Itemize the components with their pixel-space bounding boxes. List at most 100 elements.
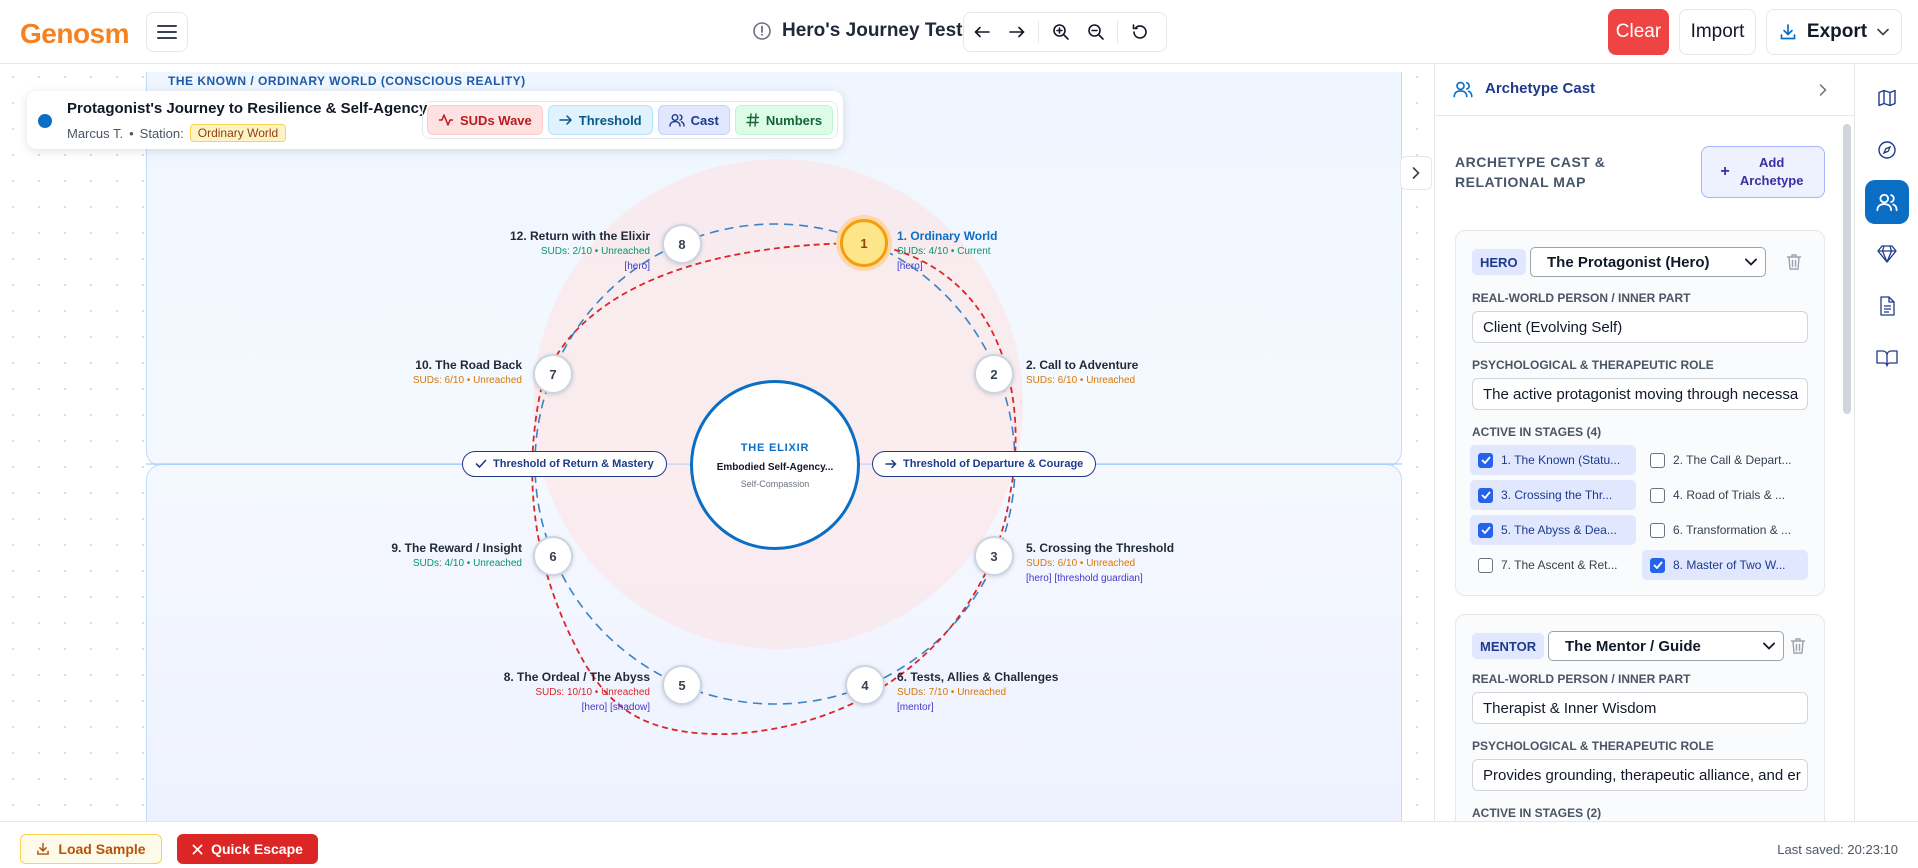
panel-scrollbar[interactable] [1843, 124, 1851, 414]
stage-checkbox-6[interactable]: 6. Transformation & ... [1642, 515, 1808, 545]
elixir-center[interactable]: THE ELIXIR Embodied Self-Agency... Self-… [690, 380, 860, 550]
chevron-down-icon [1763, 642, 1775, 650]
reset-view-button[interactable] [1122, 13, 1157, 51]
load-sample-button[interactable]: Load Sample [20, 834, 162, 864]
quick-escape-label: Quick Escape [211, 841, 303, 857]
stage-checkbox-5[interactable]: 5. The Abyss & Dea... [1470, 515, 1636, 545]
stage-cast: [hero] [shadow] [581, 702, 650, 713]
journey-canvas[interactable]: THE KNOWN / ORDINARY WORLD (CONSCIOUS RE… [0, 64, 1434, 824]
trash-icon[interactable] [1786, 253, 1802, 271]
stage-node-7[interactable]: 7 [533, 354, 573, 394]
person-input[interactable]: Client (Evolving Self) [1472, 311, 1808, 343]
toggle-cast[interactable]: Cast [657, 105, 730, 135]
elixir-caption: Self-Compassion [740, 478, 810, 489]
toggle-threshold[interactable]: Threshold [547, 105, 653, 135]
stage-suds: SUDs: 4/10 • Unreached [412, 558, 522, 569]
check-icon [475, 459, 487, 469]
person-input[interactable]: Therapist & Inner Wisdom [1472, 692, 1808, 724]
stage-node-1[interactable]: 1 [840, 219, 888, 267]
archetype-tag: HERO [1472, 249, 1526, 275]
trash-icon[interactable] [1790, 637, 1806, 655]
rotate-ccw-icon [1132, 24, 1147, 39]
stage-node-2[interactable]: 2 [974, 354, 1014, 394]
archetype-panel: Archetype Cast ARCHETYPE CAST & RELATION… [1434, 64, 1854, 821]
separator-dot: • [129, 125, 134, 141]
archetype-select[interactable]: The Mentor / Guide [1548, 631, 1784, 661]
stages-label: ACTIVE IN STAGES (4) [1472, 425, 1602, 439]
chevron-right-icon[interactable] [1819, 84, 1827, 96]
collapse-panel-button[interactable] [1400, 156, 1432, 190]
stage-title: 1. Ordinary World [897, 229, 998, 243]
cast-button[interactable] [1865, 180, 1909, 224]
stage-node-6[interactable]: 6 [533, 536, 573, 576]
zoom-in-button[interactable] [1043, 13, 1078, 51]
station-badge: Ordinary World [189, 124, 287, 142]
stage-cast: [mentor] [897, 702, 934, 713]
export-button[interactable]: Export [1766, 9, 1902, 55]
stage-checkbox-2[interactable]: 2. The Call & Depart... [1642, 445, 1808, 475]
role-input[interactable]: Provides grounding, therapeutic alliance… [1472, 759, 1808, 791]
document-title: Hero's Journey Test [752, 20, 963, 42]
stage-suds: SUDs: 6/10 • Unreached [1026, 375, 1136, 386]
stage-node-8[interactable]: 8 [662, 224, 702, 264]
arrow-right-icon [559, 115, 572, 125]
book-open-icon [1876, 350, 1898, 367]
arrow-left-icon [973, 26, 990, 38]
book-button[interactable] [1865, 336, 1909, 380]
checkbox-icon [1650, 522, 1665, 538]
stage-checkbox-1[interactable]: 1. The Known (Statu... [1470, 445, 1636, 475]
archetype-select-value: The Mentor / Guide [1565, 637, 1701, 655]
checkbox-checked-icon [1478, 487, 1493, 503]
threshold-departure[interactable]: Threshold of Departure & Courage [872, 451, 1097, 477]
stage-checkbox-4[interactable]: 4. Road of Trials & ... [1642, 480, 1808, 510]
clear-button[interactable]: Clear [1608, 9, 1669, 55]
stage-node-4[interactable]: 4 [845, 665, 885, 705]
role-input[interactable]: The active protagonist moving through ne… [1472, 378, 1808, 410]
stage-checkbox-3[interactable]: 3. Crossing the Thr... [1470, 480, 1636, 510]
map-button[interactable] [1865, 76, 1909, 120]
users-icon [1876, 193, 1898, 212]
compass-button[interactable] [1865, 128, 1909, 172]
zoom-out-button[interactable] [1078, 13, 1113, 51]
last-saved-status: Last saved: 20:23:10 [1777, 842, 1898, 857]
toggle-numbers[interactable]: Numbers [734, 105, 834, 135]
import-button[interactable]: Import [1679, 9, 1756, 55]
archetype-select[interactable]: The Protagonist (Hero) [1530, 247, 1766, 277]
redo-button[interactable] [999, 13, 1034, 51]
close-icon [192, 844, 203, 854]
toolbar-divider [1038, 21, 1039, 43]
add-archetype-button[interactable]: + Add Archetype [1701, 146, 1825, 198]
app-logo[interactable]: Genosm [20, 18, 130, 49]
toggle-label: Threshold [578, 112, 642, 128]
compass-icon [1878, 141, 1896, 159]
quick-escape-button[interactable]: Quick Escape [177, 834, 318, 864]
stage-title: 10. The Road Back [415, 358, 522, 372]
threshold-return[interactable]: Threshold of Return & Mastery [462, 451, 667, 477]
hash-icon [746, 113, 760, 127]
stage-suds: SUDs: 10/10 • Unreached [535, 687, 650, 698]
threshold-departure-label: Threshold of Departure & Courage [903, 458, 1084, 470]
stage-checkbox-label: 2. The Call & Depart... [1673, 453, 1792, 467]
stage-node-5[interactable]: 5 [662, 665, 702, 705]
stage-checkbox-7[interactable]: 7. The Ascent & Ret... [1470, 550, 1636, 580]
activity-icon [439, 114, 453, 126]
stage-label-7: 10. The Road Back SUDs: 6/10 • Unreached [322, 358, 522, 388]
stage-checkbox-8[interactable]: 8. Master of Two W... [1642, 550, 1808, 580]
stage-checkbox-label: 7. The Ascent & Ret... [1501, 558, 1618, 572]
menu-button[interactable] [146, 12, 188, 52]
stage-title: 8. The Ordeal / The Abyss [503, 670, 650, 684]
undo-button[interactable] [964, 13, 999, 51]
stage-checkbox-label: 5. The Abyss & Dea... [1501, 523, 1617, 537]
stage-suds: SUDs: 4/10 • Current [897, 246, 991, 257]
panel-title: Archetype Cast [1485, 80, 1596, 97]
stage-label-5: 8. The Ordeal / The Abyss SUDs: 10/10 • … [450, 670, 650, 715]
stage-node-3[interactable]: 3 [974, 536, 1014, 576]
stage-label-2: 2. Call to Adventure SUDs: 6/10 • Unreac… [1026, 358, 1138, 388]
alert-circle-icon [753, 22, 771, 40]
journey-subtitle: Marcus T. • Station: Ordinary World [67, 124, 287, 142]
top-bar: Genosm Hero's Journey Test Clear Import … [0, 0, 1918, 64]
gem-button[interactable] [1865, 232, 1909, 276]
document-button[interactable] [1865, 284, 1909, 328]
status-dot [38, 114, 52, 128]
toggle-suds-wave[interactable]: SUDs Wave [427, 105, 543, 135]
